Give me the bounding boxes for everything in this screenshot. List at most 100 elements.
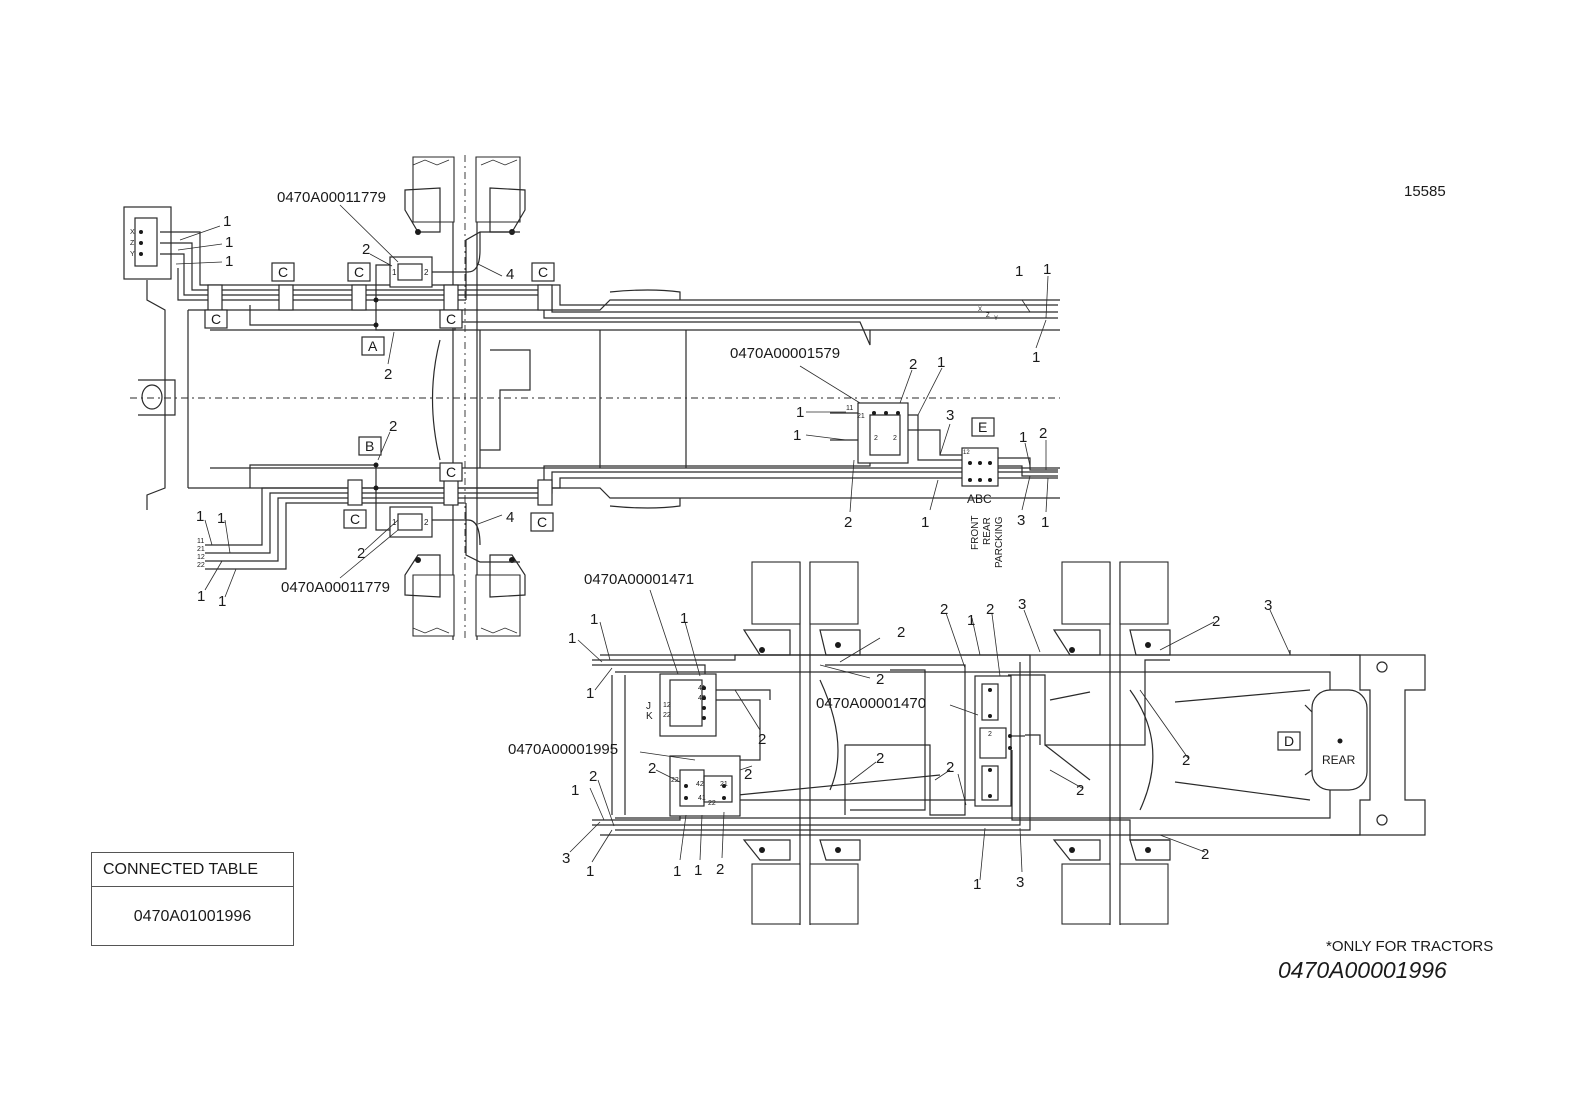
num-1: 1 xyxy=(223,213,231,230)
distributor-e xyxy=(961,447,999,487)
num-2: 2 xyxy=(362,241,370,258)
num-3: 3 xyxy=(562,850,570,867)
num-1: 1 xyxy=(673,863,681,880)
num-2: 2 xyxy=(1201,846,1209,863)
rlo-port-41: 41 xyxy=(698,795,706,802)
rl-port-j: J xyxy=(646,701,651,712)
tag-c-5: C xyxy=(446,311,456,327)
port-11-label: 11 xyxy=(197,538,204,545)
tag-b: B xyxy=(365,438,374,454)
front-callouts xyxy=(175,204,1049,598)
num-2: 2 xyxy=(744,766,752,783)
front-tags: C C C C C A B C C C E xyxy=(204,262,995,532)
rear-numbers: 1 1 1 1 2 2 2 2 2 2 1 3 1 1 1 2 2 2 2 1 … xyxy=(562,596,1272,893)
num-1: 1 xyxy=(973,876,981,893)
rc-port-2: 2 xyxy=(988,731,992,738)
label-valve-bottom: 0470A00011779 xyxy=(281,579,390,596)
num-2: 2 xyxy=(384,366,392,383)
rlo-port-22b: 22 xyxy=(708,800,716,807)
port-y-label: Y xyxy=(130,251,135,258)
num-2: 2 xyxy=(357,545,365,562)
circuit-front-label: FRONT xyxy=(970,516,981,550)
num-2: 2 xyxy=(1076,782,1084,799)
num-2: 2 xyxy=(589,768,597,785)
rl-port-22: 22 xyxy=(663,712,671,719)
front-top-tire-left xyxy=(412,156,455,223)
num-1: 1 xyxy=(586,863,594,880)
num-2: 2 xyxy=(876,750,884,767)
num-3: 3 xyxy=(946,407,954,424)
num-2: 2 xyxy=(648,760,656,777)
rl-port-12: 12 xyxy=(663,702,671,709)
tag-c-7: C xyxy=(350,511,360,527)
num-1: 1 xyxy=(568,630,576,647)
num-2: 2 xyxy=(1039,425,1047,442)
num-1: 1 xyxy=(571,782,579,799)
front-bottom-tire-left xyxy=(412,574,455,637)
num-1: 1 xyxy=(680,610,688,627)
tag-c-1: C xyxy=(278,264,288,280)
num-1: 1 xyxy=(586,685,594,702)
circuit-parking-label: PARCKING xyxy=(994,516,1005,568)
num-2: 2 xyxy=(1212,613,1220,630)
label-valve-rear-center: 0470A00001470 xyxy=(816,695,926,712)
num-3: 3 xyxy=(1017,512,1025,529)
label-valve-rear-low: 0470A00001995 xyxy=(508,741,618,758)
num-1: 1 xyxy=(1019,429,1027,446)
sheet-number: 15585 xyxy=(1404,183,1446,200)
abc-label: ABC xyxy=(967,492,992,506)
rl-port-41: 41 xyxy=(698,685,706,692)
num-2: 2 xyxy=(389,418,397,435)
valve-bottom-port-2: 2 xyxy=(424,518,429,527)
port-21-label: 21 xyxy=(197,546,205,553)
rlo-port-42: 42 xyxy=(696,781,704,788)
num-1: 1 xyxy=(921,514,929,531)
footnote: *ONLY FOR TRACTORS xyxy=(1326,938,1493,955)
rear-chassis: REAR D 41 42 12 22 xyxy=(592,561,1426,925)
rear-labels: 0470A00001471 0470A00001995 0470A0000147… xyxy=(508,571,926,758)
label-valve-rear-left: 0470A00001471 xyxy=(584,571,694,588)
num-2: 2 xyxy=(986,601,994,618)
front-labels: 0470A00011779 0470A00011779 0470A0000157… xyxy=(277,183,1446,596)
label-valve-top: 0470A00011779 xyxy=(277,189,386,206)
valve-mid-port-2a: 2 xyxy=(874,435,878,442)
port-z-label: Z xyxy=(130,240,135,247)
num-3: 3 xyxy=(1264,597,1272,614)
drawing-number: 0470A00001996 xyxy=(1278,957,1447,983)
rear-tire-2 xyxy=(809,561,859,625)
rear-tire-6 xyxy=(1119,561,1169,625)
valve-mid-port-11: 11 xyxy=(846,405,853,412)
num-1: 1 xyxy=(937,354,945,371)
num-3: 3 xyxy=(1016,874,1024,891)
line-x-mark: X xyxy=(978,307,982,313)
tag-a: A xyxy=(368,338,378,354)
connected-table-header: CONNECTED TABLE xyxy=(92,853,293,887)
num-1: 1 xyxy=(218,593,226,610)
num-2: 2 xyxy=(897,624,905,641)
tag-c-3: C xyxy=(538,264,548,280)
tag-d: D xyxy=(1284,733,1294,749)
line-y-mark: Y xyxy=(994,316,998,322)
num-2: 2 xyxy=(876,671,884,688)
num-1: 1 xyxy=(217,510,225,527)
num-1: 1 xyxy=(1043,261,1051,278)
valve-top-body xyxy=(389,256,433,288)
num-2: 2 xyxy=(716,861,724,878)
num-1: 1 xyxy=(793,427,801,444)
tag-e: E xyxy=(978,419,987,435)
rear-tire-1 xyxy=(751,561,801,625)
num-2: 2 xyxy=(946,759,954,776)
port-12-label: 12 xyxy=(197,554,205,561)
valve-mid-port-21: 21 xyxy=(857,413,865,420)
rear-tire-4 xyxy=(809,863,859,925)
valve-top-port-2: 2 xyxy=(424,268,429,277)
port-22-label: 22 xyxy=(197,562,205,569)
num-2: 2 xyxy=(940,601,948,618)
valve-bottom-body xyxy=(389,506,433,538)
num-4: 4 xyxy=(506,509,514,526)
rear-tire-3 xyxy=(751,863,801,925)
distributor-port-12: 12 xyxy=(963,450,970,456)
num-1: 1 xyxy=(225,234,233,251)
tag-c-8: C xyxy=(537,514,547,530)
